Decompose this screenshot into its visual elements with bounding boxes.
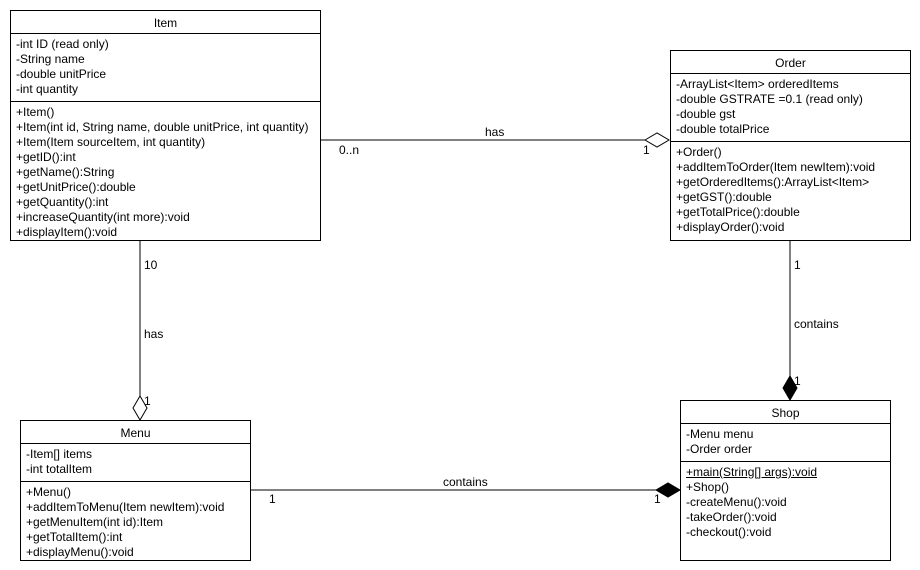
item-order-target-multiplicity: 1: [643, 143, 650, 157]
order-method: +getOrderedItems():ArrayList<Item>: [676, 175, 870, 189]
item-method: +Item(Item sourceItem, int quantity): [16, 135, 206, 149]
item-attributes: -int ID (read only) -String name -double…: [11, 34, 320, 101]
menu-attribute: -int totalItem: [26, 462, 93, 476]
shop-class-name: Shop: [681, 401, 890, 424]
menu-method: +displayMenu():void: [26, 545, 134, 559]
shop-attributes: -Menu menu -Order order: [681, 424, 890, 461]
order-method: +getGST():double: [676, 190, 772, 204]
order-shop-target-multiplicity: 1: [794, 374, 801, 388]
item-method: +increaseQuantity(int more):void: [16, 210, 190, 224]
menu-attributes: -Item[] items -int totalItem: [21, 444, 250, 481]
order-class-name: Order: [671, 51, 910, 74]
item-menu-source-multiplicity: 10: [144, 258, 158, 272]
order-shop-source-multiplicity: 1: [794, 258, 801, 272]
order-class: Order -ArrayList<Item> orderedItems -dou…: [670, 50, 911, 241]
shop-method: -checkout():void: [686, 525, 772, 539]
menu-attribute: -Item[] items: [26, 447, 93, 461]
shop-class: Shop -Menu menu -Order order +main(Strin…: [680, 400, 891, 561]
order-method: +getTotalPrice():double: [676, 205, 800, 219]
order-method: +Order(): [676, 145, 722, 159]
item-attribute: -String name: [16, 52, 85, 66]
item-method: +getQuantity():int: [16, 195, 109, 209]
menu-shop-target-multiplicity: 1: [654, 492, 661, 506]
item-menu-label: has: [144, 327, 164, 341]
menu-method: +Menu(): [26, 485, 72, 499]
menu-method: +getMenuItem(int id):Item: [26, 515, 164, 529]
item-method: +getName():String: [16, 165, 115, 179]
item-class-name: Item: [11, 11, 320, 34]
item-method: +Item(int id, String name, double unitPr…: [16, 120, 309, 134]
item-attribute: -double unitPrice: [16, 67, 107, 81]
order-methods: +Order() +addItemToOrder(Item newItem):v…: [671, 141, 910, 239]
item-attribute: -int quantity: [16, 82, 79, 96]
item-attribute: -int ID (read only): [16, 37, 109, 51]
order-shop-label: contains: [794, 317, 839, 331]
item-order-aggregation-diamond: [644, 132, 670, 148]
item-method: +displayItem():void: [16, 225, 118, 239]
menu-shop-source-multiplicity: 1: [269, 492, 276, 506]
shop-method: -takeOrder():void: [686, 510, 777, 524]
menu-method: +getTotalItem():int: [26, 530, 123, 544]
order-attribute: -ArrayList<Item> orderedItems: [676, 77, 839, 91]
menu-class-name: Menu: [21, 421, 250, 444]
menu-methods: +Menu() +addItemToMenu(Item newItem):voi…: [21, 481, 250, 564]
order-attributes: -ArrayList<Item> orderedItems -double GS…: [671, 74, 910, 141]
order-attribute: -double totalPrice: [676, 122, 770, 136]
shop-attribute: -Menu menu: [686, 427, 754, 441]
item-order-source-multiplicity: 0..n: [339, 143, 360, 157]
order-method: +displayOrder():void: [676, 220, 785, 234]
shop-methods: +main(String[] args):void +Shop() -creat…: [681, 461, 890, 544]
menu-class: Menu -Item[] items -int totalItem +Menu(…: [20, 420, 251, 561]
shop-attribute: -Order order: [686, 442, 753, 456]
shop-method: +Shop(): [686, 480, 730, 494]
menu-shop-label: contains: [443, 475, 488, 489]
item-method: +getID():int: [16, 150, 76, 164]
menu-method: +addItemToMenu(Item newItem):void: [26, 500, 225, 514]
shop-method-static: +main(String[] args):void: [686, 465, 818, 479]
item-order-label: has: [485, 125, 505, 139]
order-method: +addItemToOrder(Item newItem):void: [676, 160, 876, 174]
shop-method: -createMenu():void: [686, 495, 787, 509]
order-attribute: -double GSTRATE =0.1 (read only): [676, 92, 863, 106]
item-methods: +Item() +Item(int id, String name, doubl…: [11, 101, 320, 244]
item-menu-target-multiplicity: 1: [144, 394, 151, 408]
item-method: +Item(): [16, 105, 55, 119]
order-attribute: -double gst: [676, 107, 736, 121]
item-class: Item -int ID (read only) -String name -d…: [10, 10, 321, 241]
item-method: +getUnitPrice():double: [16, 180, 136, 194]
